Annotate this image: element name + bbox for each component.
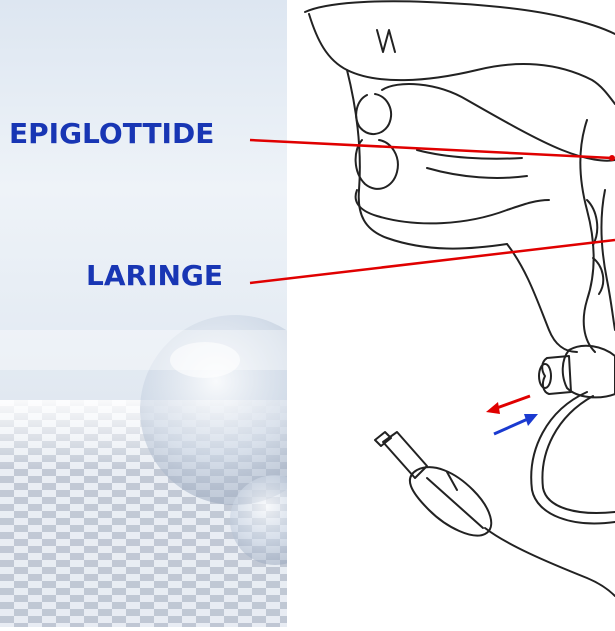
laringe-pointer-line — [250, 240, 615, 283]
arrow-out-icon — [486, 396, 530, 414]
epiglottide-label: EPIGLOTTIDE — [9, 117, 214, 150]
arrow-in-icon — [494, 414, 538, 434]
epiglottide-pointer-line — [250, 140, 612, 158]
laringe-label: LARINGE — [86, 259, 223, 292]
epiglottide-pointer-dot — [609, 155, 615, 161]
